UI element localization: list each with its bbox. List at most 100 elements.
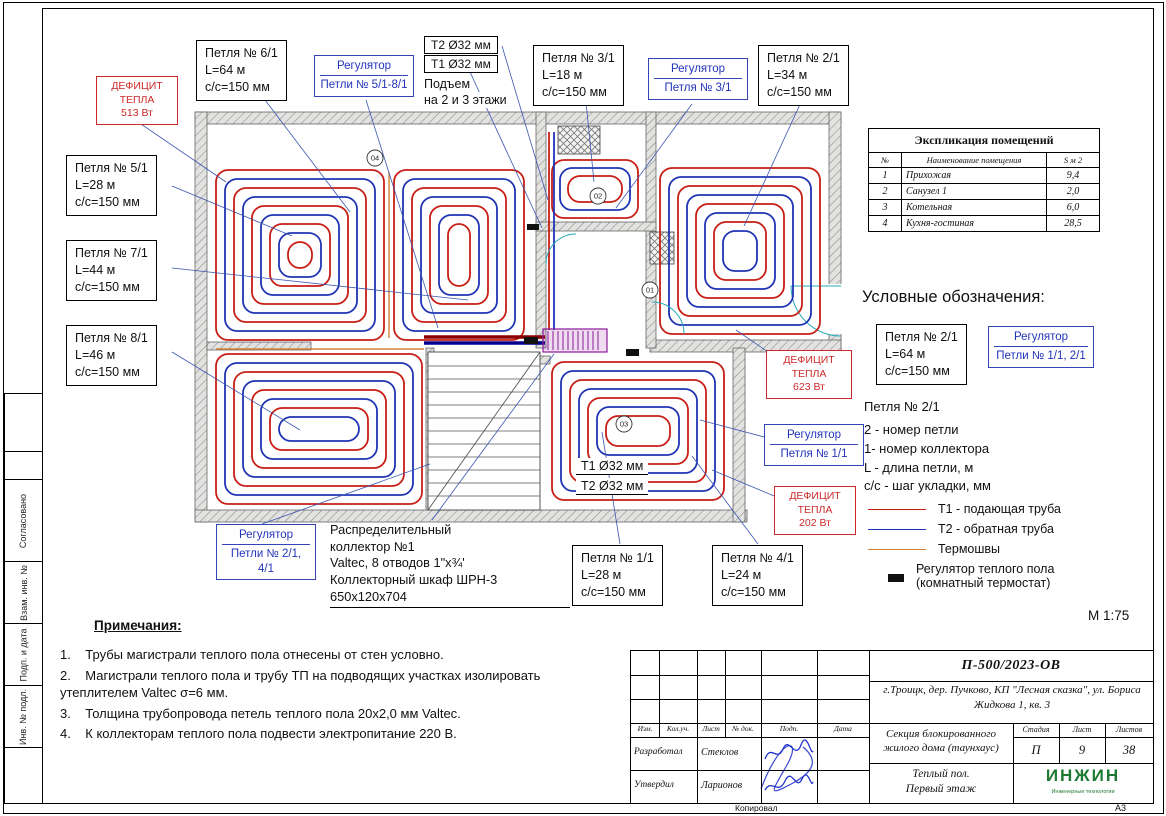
loop-length: L=24 м (721, 567, 762, 582)
note-item: 2. Магистрали теплого пола и трубу ТП на… (60, 667, 544, 701)
side-label-podp: Подп. и дата (18, 628, 29, 682)
loop-length: L=28 м (581, 567, 622, 582)
tb-grid-line (869, 681, 1153, 682)
note-item: 3. Толщина трубопровода петель теплого п… (60, 705, 461, 721)
room-area: 6,0 (1046, 199, 1100, 216)
company-logo: ИНЖИН Инженерные технологии (1013, 763, 1153, 803)
loop-name: Петля № 3/1 (542, 51, 615, 65)
room-name: Котельная (901, 199, 1047, 216)
sheets-header: Листов (1115, 725, 1143, 734)
side-label-vzam: Взам. инв. № (18, 565, 29, 621)
svg-text:03: 03 (620, 420, 628, 429)
room-area: 28,5 (1046, 215, 1100, 232)
tb-grid-line (631, 770, 869, 771)
logo-subtext: Инженерные технологии (1051, 789, 1115, 795)
loop-step: с/с=150 мм (721, 584, 786, 599)
room-name: Прихожая (901, 167, 1047, 184)
tb-grid-line (869, 723, 1153, 724)
side-cell-agreed: Согласовано (4, 479, 43, 563)
room-name: Кухня-гостиная (901, 215, 1047, 232)
loop-length: L=64 м (885, 346, 926, 361)
room-name: Санузел 1 (901, 183, 1047, 200)
tb-grid-line (869, 651, 870, 803)
sheet-name-line2: Первый этаж (905, 782, 977, 795)
project-object: Секция блокированного жилого дома (таунх… (883, 728, 999, 755)
side-cell-podp: Подп. и дата (4, 623, 43, 687)
col-dok: № док. (732, 724, 754, 733)
loop-name: Петля № 8/1 (75, 331, 148, 345)
side-label-inv: Инв. № подл. (18, 688, 29, 746)
legend-thermostat-label: Регулятор теплого пола (916, 562, 1055, 576)
room-table-col-num: № (868, 152, 902, 168)
room-area: 2,0 (1046, 183, 1100, 200)
regulator-loops: Петли № 2/1, 4/1 (230, 548, 302, 575)
sheet-name-line1: Теплый пол. (912, 768, 970, 780)
stage-header: Стадия (1022, 725, 1050, 734)
loop-name: Петля № 7/1 (75, 246, 148, 260)
legend-sample-loop: Петля № 2/1 L=64 м с/с=150 мм (876, 324, 967, 385)
sheet-name: Теплый пол. Первый этаж (871, 767, 1011, 797)
table-row: 3 Котельная 6,0 (868, 199, 1100, 216)
sheet-header: Лист (1072, 725, 1092, 734)
loop-name: Петля № 1/1 (581, 551, 654, 565)
loop-step: с/с=150 мм (75, 364, 140, 379)
room-table-col-area: S м 2 (1046, 152, 1100, 168)
regulator-label-2-4: Регулятор Петли № 2/1, 4/1 (216, 524, 316, 581)
deficit-word: ТЕПЛА (797, 503, 833, 516)
riser-label-t1-mid: Т1 Ø32 мм (576, 458, 649, 475)
tb-grid-line (697, 651, 698, 803)
deficit-word: ДЕФИЦИТ (111, 80, 163, 92)
regulator-title: Регулятор (222, 528, 310, 546)
room-table-col-name: Наименование помещения (901, 152, 1047, 168)
deficit-word: ТЕПЛА (119, 93, 155, 106)
loop-length: L=34 м (767, 67, 808, 82)
legend-row-thermostat: Регулятор теплого пола (комнатный термос… (868, 562, 1054, 590)
collector-line: Valtec, 8 отводов 1"х¾' (330, 555, 465, 571)
room-num: 3 (868, 199, 902, 216)
collector-line: коллектор №1 (330, 538, 415, 554)
loop-step: с/с=150 мм (767, 84, 832, 99)
riser-label-t2-top: Т2 Ø32 мм (424, 36, 498, 54)
side-cell-empty-3 (4, 747, 43, 804)
tb-grid-line (631, 675, 869, 676)
thermostat-symbol (888, 573, 904, 582)
loop-length: L=64 м (205, 62, 246, 77)
legend-row-t2: Т2 - обратная труба (868, 522, 1054, 536)
room-table: Экспликация помещений № Наименование пом… (868, 128, 1100, 232)
regulator-loops: Петли № 5/1-8/1 (320, 79, 408, 92)
loop-step: с/с=150 мм (75, 279, 140, 294)
tb-grid-line (631, 737, 869, 738)
regulator-label-3: Регулятор Петля № 3/1 (648, 58, 748, 100)
deficit-word: ДЕФИЦИТ (789, 490, 841, 502)
regulator-loops: Петля № 1/1 (780, 448, 848, 461)
legend-t2-label: Т2 - обратная труба (938, 522, 1055, 536)
loop-label-2-1: Петля № 2/1 L=34 м с/с=150 мм (758, 45, 849, 106)
col-koluch: Кол.уч. (666, 724, 690, 733)
deficit-label-513: ДЕФИЦИТ ТЕПЛА 513 Вт (96, 76, 178, 125)
t1-line-sample (868, 508, 926, 510)
svg-text:02: 02 (594, 192, 602, 201)
room-num: 1 (868, 167, 902, 184)
room-table-title: Экспликация помещений (868, 128, 1100, 153)
collector-line: Коллекторный шкаф ШРН-3 (330, 571, 498, 587)
title-block: П-500/2023-ОВ г.Троицк, дер. Пучково, КП… (630, 650, 1154, 804)
loop-label-5-1: Петля № 5/1 L=28 м с/с=150 мм (66, 155, 157, 216)
loop-step: с/с=150 мм (542, 84, 607, 99)
tb-grid-line (659, 651, 660, 737)
svg-text:04: 04 (371, 154, 379, 163)
legend-expl-line: 1- номер коллектора (864, 440, 990, 456)
collector-note: Распределительный коллектор №1 Valtec, 8… (330, 522, 570, 609)
loop-label-6-1: Петля № 6/1 L=64 м с/с=150 мм (196, 40, 287, 101)
developed-name: Стеклов (701, 747, 739, 758)
drawing-scale: М 1:75 (1088, 608, 1130, 623)
approved-name: Ларионов (701, 780, 743, 791)
legend-title: Условные обозначения: (862, 288, 1045, 306)
project-address: г.Троицк, дер. Пучково, КП "Лесная сказк… (883, 684, 1141, 711)
developed-label: Разработал (634, 747, 683, 757)
deficit-word: ТЕПЛА (791, 367, 827, 380)
legend-thermostat-label2: (комнатный термостат) (916, 576, 1051, 590)
deficit-value: 513 Вт (121, 107, 153, 120)
stage-value: П (1031, 743, 1041, 757)
loop-label-1-1: Петля № 1/1 L=28 м с/с=150 мм (572, 545, 663, 606)
